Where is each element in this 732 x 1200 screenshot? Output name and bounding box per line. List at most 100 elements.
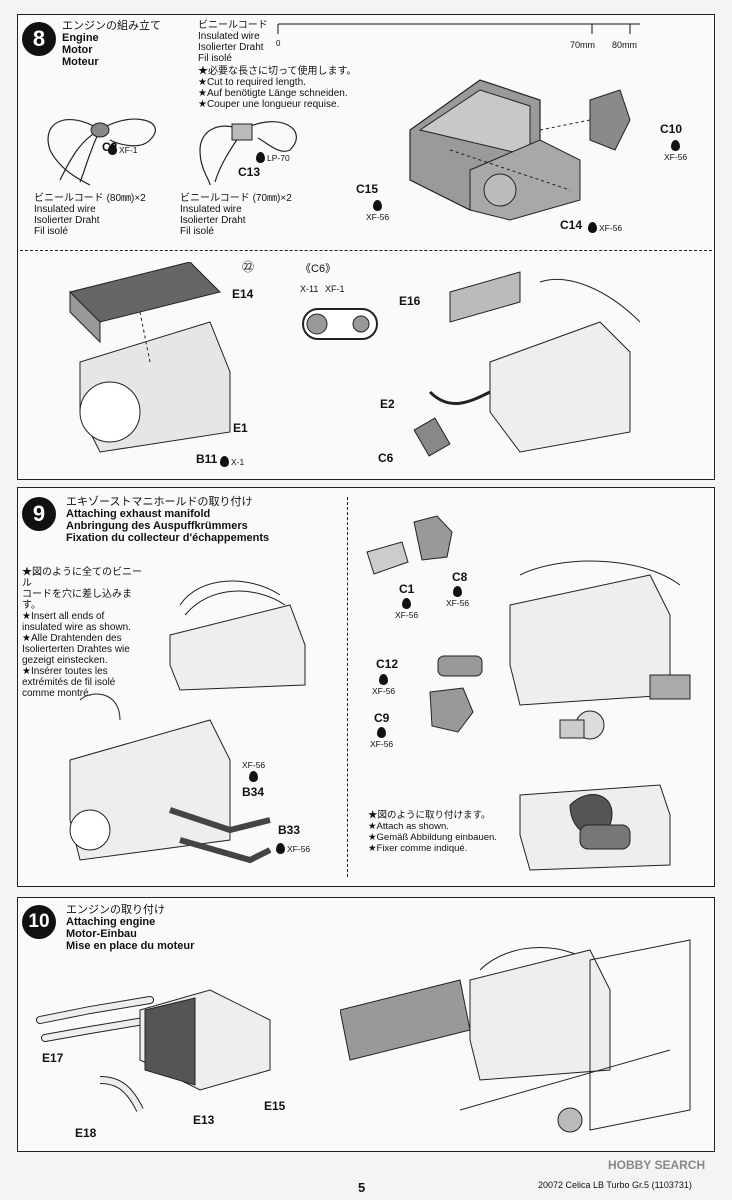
e18-label: E18 [75,1126,97,1140]
attach-notes: ★図のように取り付けます。 ★Attach as shown. ★Gemäß A… [368,810,497,854]
b34-paint-code: XF-56 [242,760,266,770]
c12-c9-illustration [429,655,483,733]
c14-paint-code: XF-56 [599,222,623,233]
paint-drop-icon [256,152,265,163]
ruler-zero: 0 [276,39,281,48]
e17-label: E17 [42,1051,64,1065]
c14-label: C14 [560,218,583,232]
title-en: Attaching exhaust manifold [66,508,211,520]
title-fr: Moteur [62,56,99,68]
c1-c8-illustration [366,515,453,575]
attach-note-en: ★Attach as shown. [368,821,449,832]
c14-paint: XF-56 [588,222,622,233]
c12-label: C12 [376,657,399,671]
b33-paint-code: XF-56 [287,843,311,854]
paint-drop-icon [220,456,229,467]
wire70-fr: Fil isolé [180,226,214,237]
cut-note-en: ★Cut to required length. [198,77,306,88]
paint-drop-icon [588,222,597,233]
title-jp: エキゾーストマニホールドの取り付け [66,496,253,508]
wire-70-note: ビニールコード (70㎜)×2 Insulated wire Isolierte… [180,193,292,237]
c10-label: C10 [660,122,683,136]
c2-wire-illustration [47,118,156,186]
ruler-80: 80mm [612,40,638,50]
title-de: Anbringung des Auspuffkrümmers [66,520,248,532]
e16-label: E16 [399,294,421,308]
paint-drop-icon [276,843,285,854]
step-8-title: エンジンの組み立て Engine Motor Moteur [62,20,161,68]
kit-code: 20072 Celica LB Turbo Gr.5 (1103731) [538,1180,692,1190]
e1-label: E1 [233,421,248,435]
wire-title-jp: ビニールコード [198,20,268,31]
note-line: ★図のように全てのビニール [22,567,142,589]
c8-paint: XF-56 [446,586,469,608]
title-de: Motor-Einbau [66,928,137,940]
note-line: Isolierterten Drahtes wie [22,644,130,655]
title-en: Engine [62,32,99,44]
c6-label: C6 [378,451,394,465]
c8-label: C8 [452,570,468,584]
b11-paint-code: X-1 [231,456,245,467]
step-10-number: 10 [22,905,56,939]
wire-title: ビニールコード Insulated wire Isolierter Draht … [198,20,268,64]
c6-title: 《C6》 [300,263,337,275]
engine-e16-illustration [413,271,641,457]
c15-paint-code: XF-56 [366,212,390,222]
paint-drop-icon [671,140,681,151]
wire80-de: Isolierter Draht [34,215,100,226]
b33-paint: XF-56 [276,843,310,854]
intercooler-parts-illustration [36,989,271,1112]
chassis-engine-illustration [340,939,691,1133]
wire-title-fr: Fil isolé [198,53,232,64]
c9-paint: XF-56 [370,727,393,749]
engine-e14-illustration [69,262,231,453]
note-line: gezeigt einstecken. [22,655,108,666]
c13-paint-code: LP-70 [267,152,290,163]
attach-note-fr: ★Fixer comme indiqué. [368,843,468,854]
wire80-fr: Fil isolé [34,226,68,237]
b34-label: B34 [242,785,265,799]
c13-wire-illustration [199,121,297,186]
step-9-notes: ★図のように全てのビニール コードを穴に差し込みます。 ★Insert all … [22,567,147,699]
step-8-number: 8 [22,22,56,56]
wire-title-en: Insulated wire [198,31,260,42]
e2-label: E2 [380,397,395,411]
ruler-70: 70mm [570,40,596,50]
wire80-en: Insulated wire [34,204,96,215]
paint-drop-icon [453,586,463,597]
cut-note-fr: ★Couper une longueur requise. [198,99,340,110]
note-line: ★Insérer toutes les [22,666,108,677]
cut-notes: ★必要な長さに切って使用します。 ★Cut to required length… [198,66,357,110]
cut-note-de: ★Auf benötigte Länge schneiden. [198,88,348,99]
c6-belt-illustration [302,308,378,340]
wire-title-de: Isolierter Draht [198,42,264,53]
e14-label: E14 [232,287,254,301]
engine-manifold-illustration [69,693,272,864]
step-10-title: エンジンの取り付け Attaching engine Motor-Einbau … [66,904,194,952]
attach-note-jp: ★図のように取り付けます。 [368,810,491,821]
c1-paint-code: XF-56 [395,610,419,620]
note-line: extrémités de fil isolé [22,677,116,688]
wire70-jp: ビニールコード (70㎜)×2 [180,193,292,204]
title-en: Attaching engine [66,916,156,928]
engine-turbo-illustration [509,560,691,740]
ref-22: ㉒ [242,260,255,274]
cut-note-jp: ★必要な長さに切って使用します。 [198,66,357,77]
note-line: ★Insert all ends of [22,611,105,622]
c13-label: C13 [238,165,261,179]
step-8-divider [20,250,712,251]
b11-label: B11 [196,452,218,466]
attach-note-de: ★Gemäß Abbildung einbauen. [368,832,497,843]
paint-drop-icon [402,598,412,609]
c1-paint: XF-56 [395,598,418,620]
title-de: Motor [62,44,93,56]
c15-label: C15 [356,182,379,196]
c6-paint-2: XF-1 [325,284,345,294]
step-9-number: 9 [22,497,56,531]
note-line: insulated wire as shown. [22,622,131,633]
c2-paint-code: XF-1 [119,144,138,155]
title-fr: Fixation du collecteur d'échappements [66,532,270,544]
note-line: ★Alle Drahtenden des [22,633,122,644]
c10-paint: XF-56 [664,140,687,162]
b34-paint: XF-56 [242,760,265,782]
